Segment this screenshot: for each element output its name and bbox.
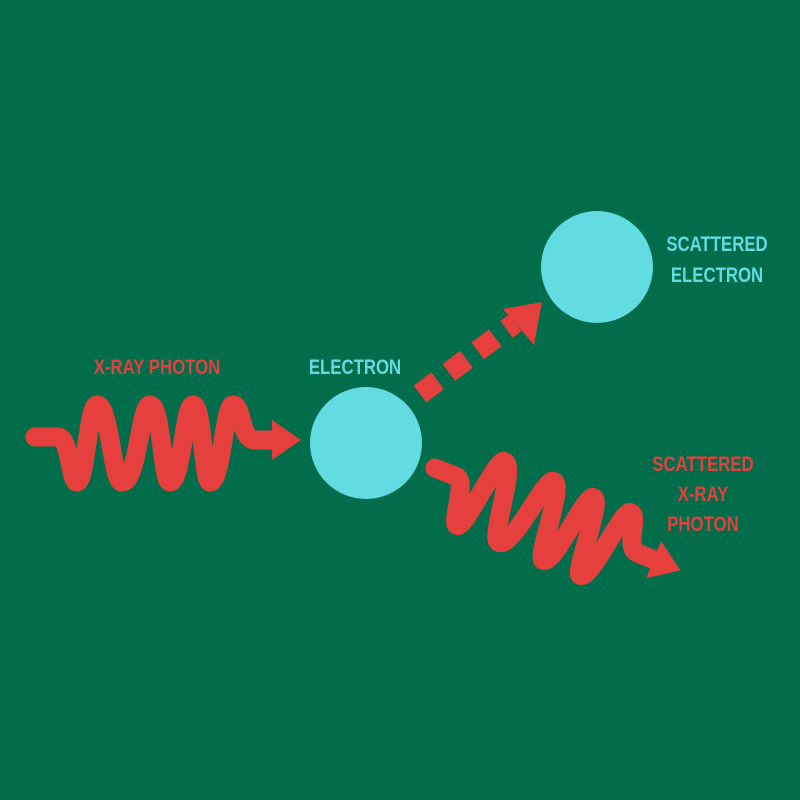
arrowhead — [503, 302, 542, 345]
scattered-photon-label: SCATTERED X-RAY PHOTON — [652, 453, 753, 536]
label-line: ELECTRON — [671, 264, 763, 287]
label-line: X-RAY — [678, 483, 729, 506]
label-line: PHOTON — [667, 513, 739, 536]
electron-label: ELECTRON — [309, 356, 401, 379]
incoming-photon-wave — [35, 405, 301, 482]
scattered-electron-label: SCATTERED ELECTRON — [666, 233, 767, 287]
electron-path-dashed-arrow — [413, 302, 542, 403]
incoming-photon-label: X-RAY PHOTON — [94, 356, 221, 379]
label-line: SCATTERED — [652, 453, 753, 476]
scattered-electron-circle — [541, 211, 653, 323]
label-line: SCATTERED — [666, 233, 767, 256]
electron-circle — [310, 387, 422, 499]
